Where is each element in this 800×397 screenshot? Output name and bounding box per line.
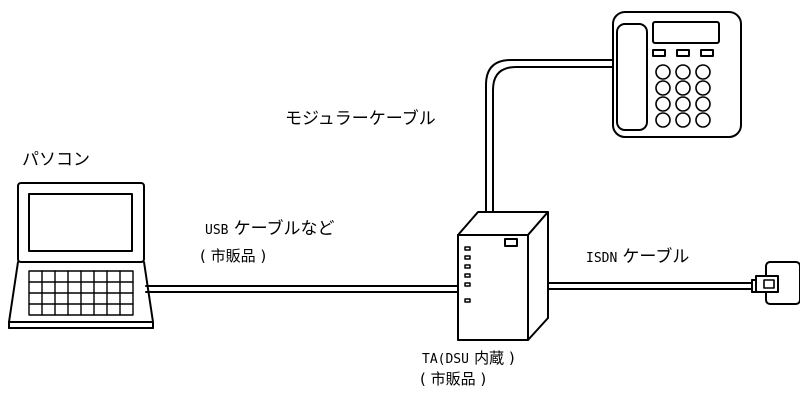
usb-cable-label-text: ケーブルなど (233, 219, 335, 239)
terminal-adapter-icon (457, 211, 549, 341)
isdn-cable-label-text: ケーブル (622, 247, 690, 267)
modular-cable (485, 59, 613, 216)
ta-label-text: 内蔵 ) (474, 349, 515, 367)
usb-cable (145, 285, 459, 293)
ta-label: TA(DSU 内蔵 ) (422, 348, 515, 368)
wall-jack-icon (751, 261, 800, 305)
usb-cable-label: USB ケーブルなど (205, 219, 335, 239)
usb-cable-label-prefix: USB (205, 223, 229, 238)
telephone-icon (612, 11, 742, 138)
usb-cable-note: ( 市販品 ) (200, 247, 267, 265)
laptop-icon (8, 182, 154, 329)
isdn-cable-label: ISDN ケーブル (586, 247, 689, 267)
pc-label: パソコン (22, 150, 90, 170)
modular-cable-label: モジュラーケーブル (285, 109, 436, 129)
ta-label-prefix: TA(DSU (422, 352, 469, 367)
isdn-cable-label-prefix: ISDN (586, 251, 618, 266)
ta-note: ( 市販品 ) (420, 370, 487, 388)
isdn-cable (527, 282, 753, 290)
